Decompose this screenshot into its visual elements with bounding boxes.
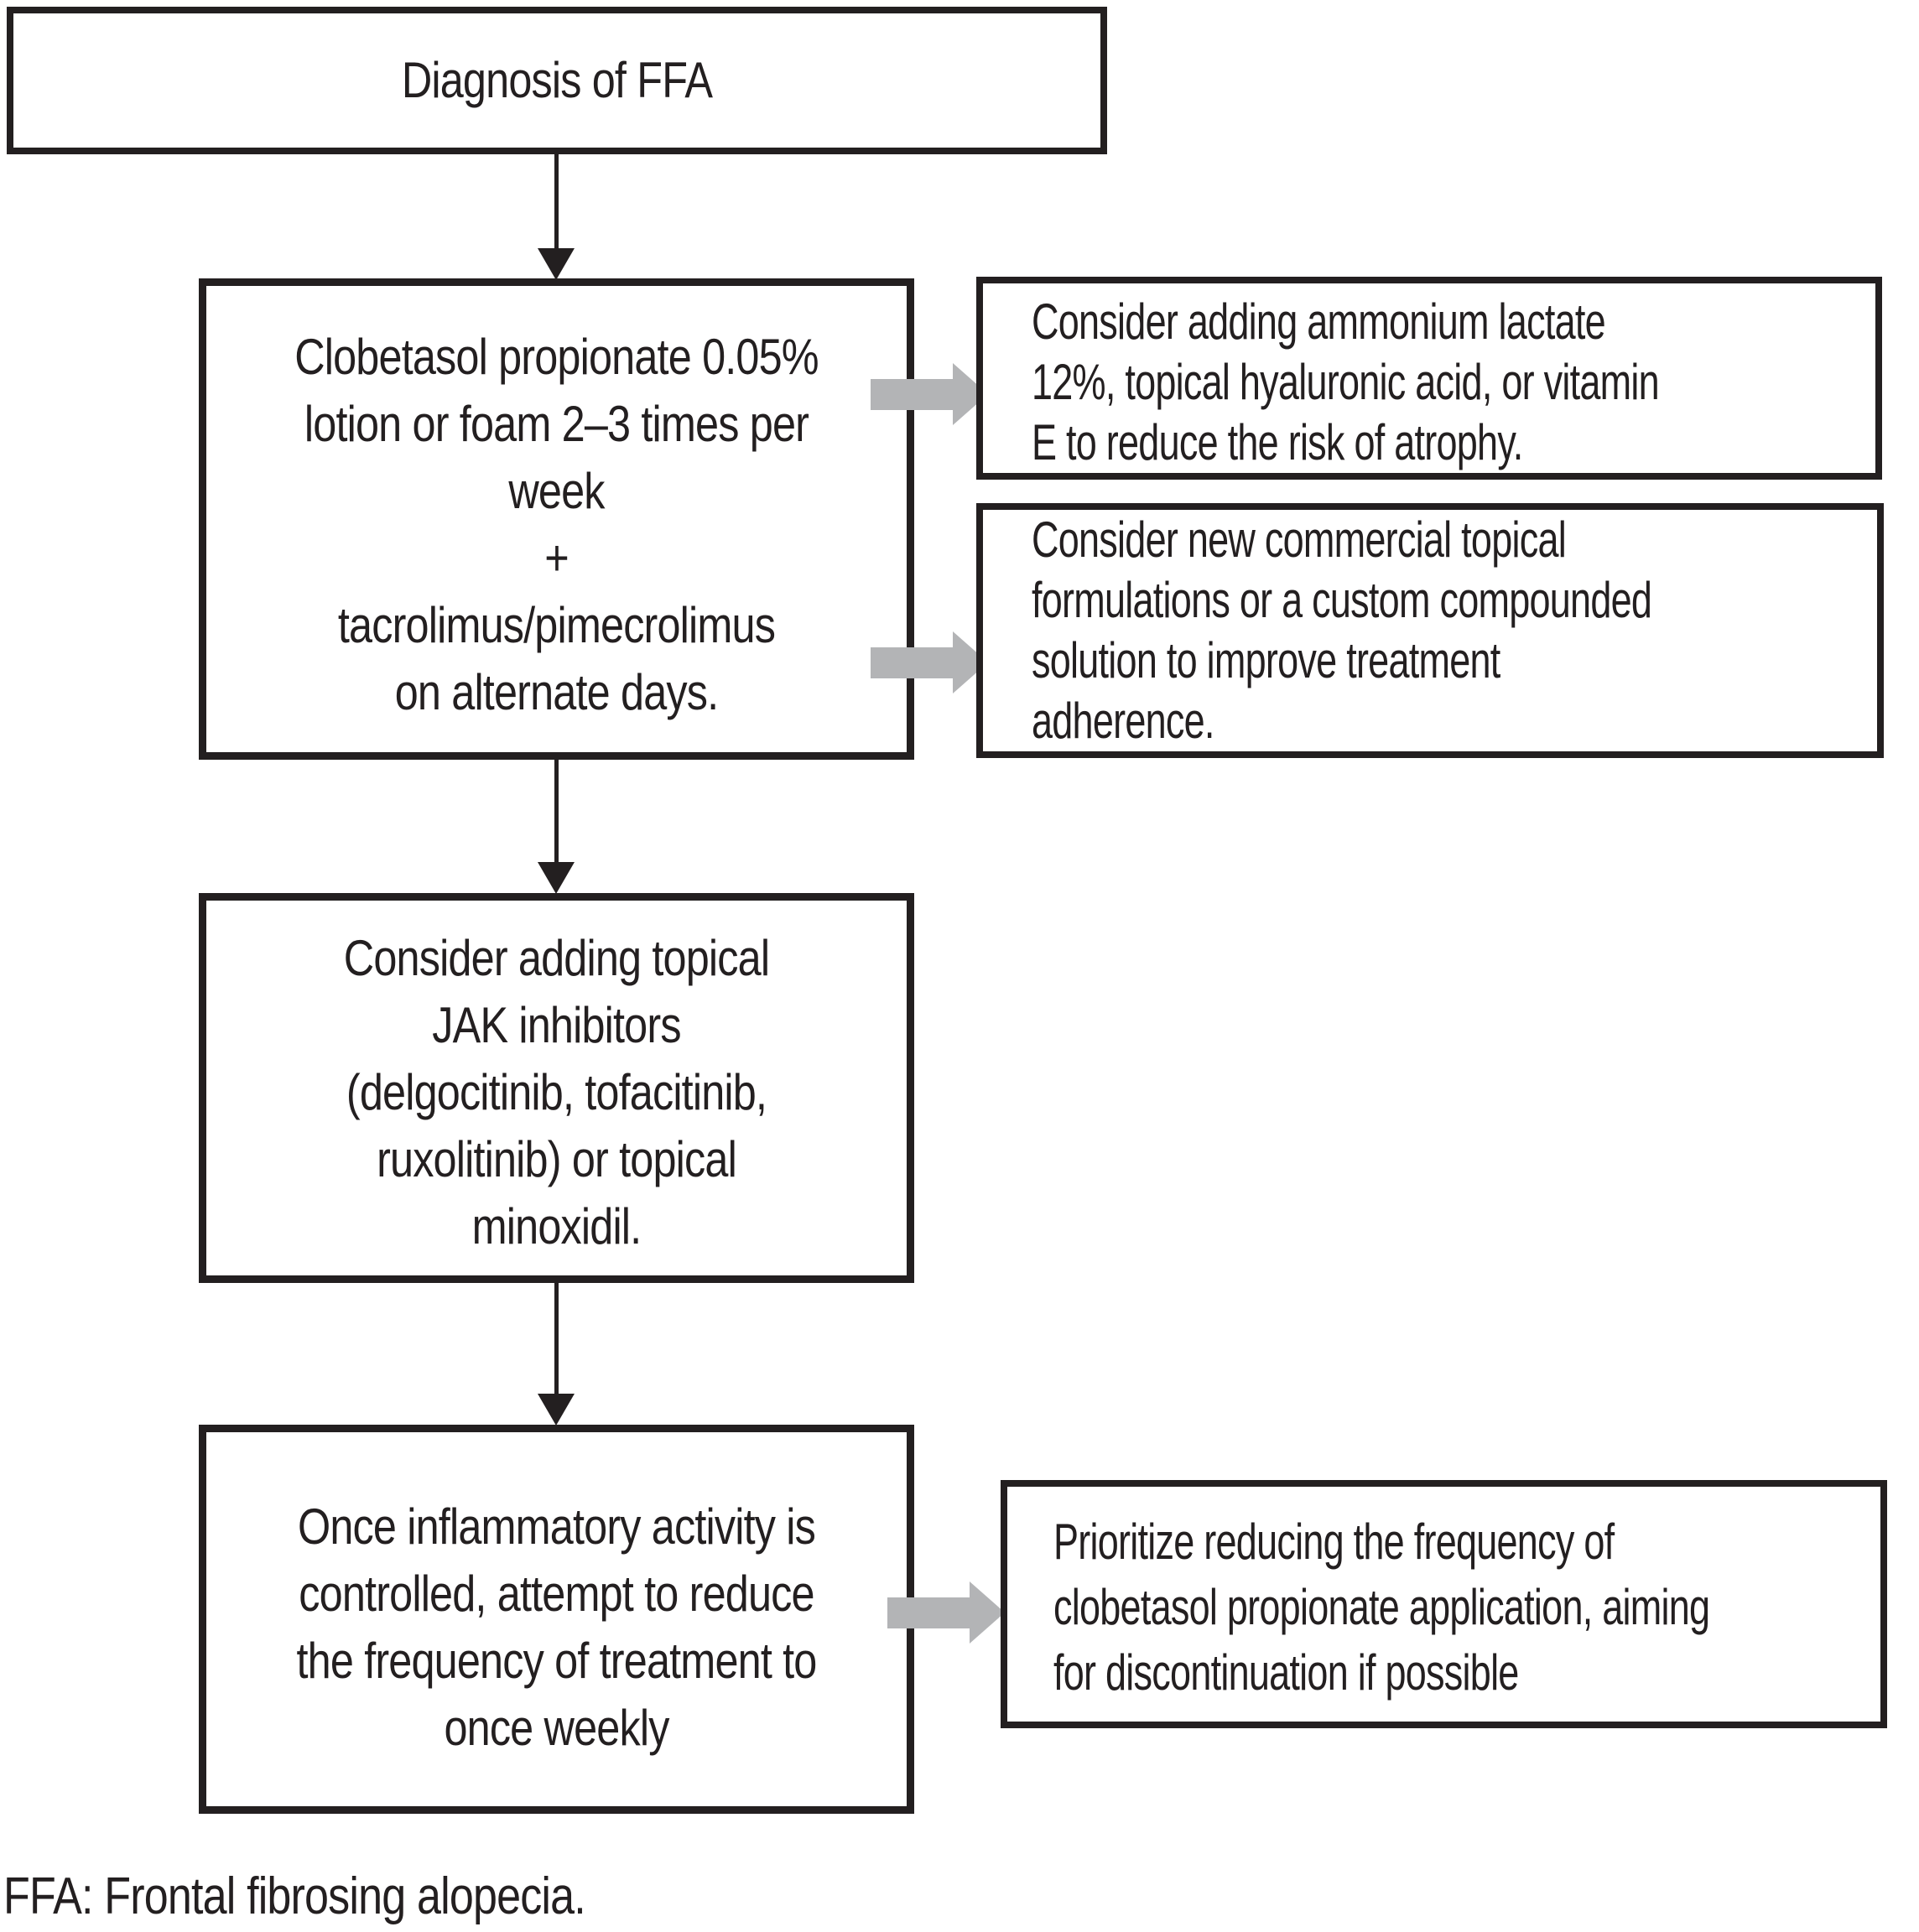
arrow-down-icon (538, 248, 575, 280)
step1-line: lotion or foam 2–3 times per (304, 396, 809, 452)
step2-line: JAK inhibitors (432, 996, 681, 1053)
step3-line: once weekly (444, 1700, 669, 1756)
side-box-taper: Prioritize reducing the frequency of clo… (1001, 1480, 1887, 1728)
step2-line: ruxolitinib) or topical (377, 1130, 737, 1187)
side-box-1-line: E to reduce the risk of atrophy. (1032, 414, 1523, 470)
side-box-2-line: adherence. (1032, 693, 1214, 749)
side-box-3-line: Prioritize reducing the frequency of (1053, 1514, 1615, 1570)
connector-line-2 (554, 760, 559, 865)
side-box-2-line: Consider new commercial topical (1032, 512, 1567, 568)
step2-line: minoxidil. (471, 1197, 642, 1254)
step1-line: tacrolimus/pimecrolimus (337, 597, 776, 653)
diagnosis-box-text: Diagnosis of FFA (401, 52, 713, 108)
connector-line-3 (554, 1283, 559, 1397)
side-box-atrophy: Consider adding ammonium lactate 12%, to… (976, 277, 1882, 480)
side-box-1-line: 12%, topical hyaluronic acid, or vitamin (1032, 354, 1660, 410)
plus-symbol: + (544, 530, 569, 586)
step2-box: Consider adding topical JAK inhibitors (… (199, 893, 914, 1283)
diagnosis-box: Diagnosis of FFA (7, 7, 1107, 154)
side-box-3-line: for discontinuation if possible (1053, 1644, 1519, 1701)
abbreviation-note: FFA: Frontal fibrosing alopecia. (3, 1867, 586, 1925)
step3-line: the frequency of treatment to (296, 1633, 817, 1689)
side-box-1-line: Consider adding ammonium lactate (1032, 293, 1606, 350)
step1-line: on alternate days. (394, 664, 719, 720)
step3-line: Once inflammatory activity is (297, 1498, 816, 1555)
step1-line: week (508, 463, 605, 519)
side-box-adherence: Consider new commercial topical formulat… (976, 503, 1884, 758)
side-box-3-line: clobetasol propionate application, aimin… (1053, 1579, 1710, 1635)
right-arrow-icon (871, 647, 953, 678)
step1-box: Clobetasol propionate 0.05% lotion or fo… (199, 278, 914, 760)
side-box-2-line: solution to improve treatment (1032, 632, 1500, 688)
side-box-2-line: formulations or a custom compounded (1032, 572, 1652, 628)
step2-line: (delgocitinib, tofacitinib, (346, 1063, 767, 1120)
right-arrow-head-icon (970, 1581, 1005, 1644)
arrow-down-icon (538, 1394, 575, 1426)
arrow-down-icon (538, 862, 575, 894)
connector-line-1 (554, 154, 559, 252)
step3-box: Once inflammatory activity is controlled… (199, 1425, 914, 1814)
step3-line: controlled, attempt to reduce (299, 1566, 814, 1622)
right-arrow-icon (887, 1597, 970, 1628)
step2-line: Consider adding topical (343, 929, 770, 986)
step1-line: Clobetasol propionate 0.05% (294, 329, 819, 385)
right-arrow-icon (871, 379, 953, 410)
